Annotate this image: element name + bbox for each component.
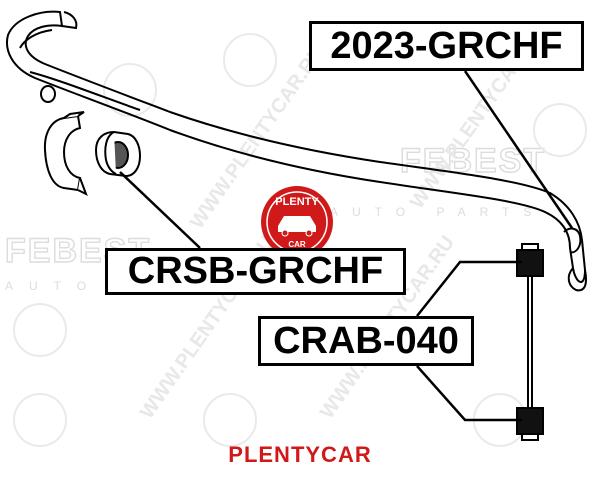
footer-brand: PLENTYCAR	[228, 442, 372, 467]
label-link: CRAB-040	[258, 316, 474, 366]
leader-link-top	[416, 260, 522, 317]
rubber-bushing	[94, 130, 142, 178]
svg-text:CAR: CAR	[288, 240, 306, 249]
label-stabilizer-bar: 2023-GRCHF	[309, 21, 584, 71]
leader-lines	[119, 70, 574, 422]
svg-text:PLENTY: PLENTY	[275, 196, 319, 208]
stabilizer-link	[516, 243, 544, 441]
febest-logo-right: FEBEST AUTO PARTS	[330, 141, 546, 219]
svg-text:AUTO PARTS: AUTO PARTS	[330, 205, 545, 219]
bushing-bracket	[40, 85, 88, 197]
leader-link-bottom	[416, 365, 522, 422]
label-bushing: CRSB-GRCHF	[105, 248, 406, 295]
svg-text:FEBEST: FEBEST	[400, 142, 546, 180]
stabilizer-bar	[6, 10, 587, 292]
leader-bushing	[119, 171, 201, 249]
leader-stabilizer-bar	[463, 70, 574, 229]
plentycar-seal: PLENTY CAR	[261, 186, 333, 258]
